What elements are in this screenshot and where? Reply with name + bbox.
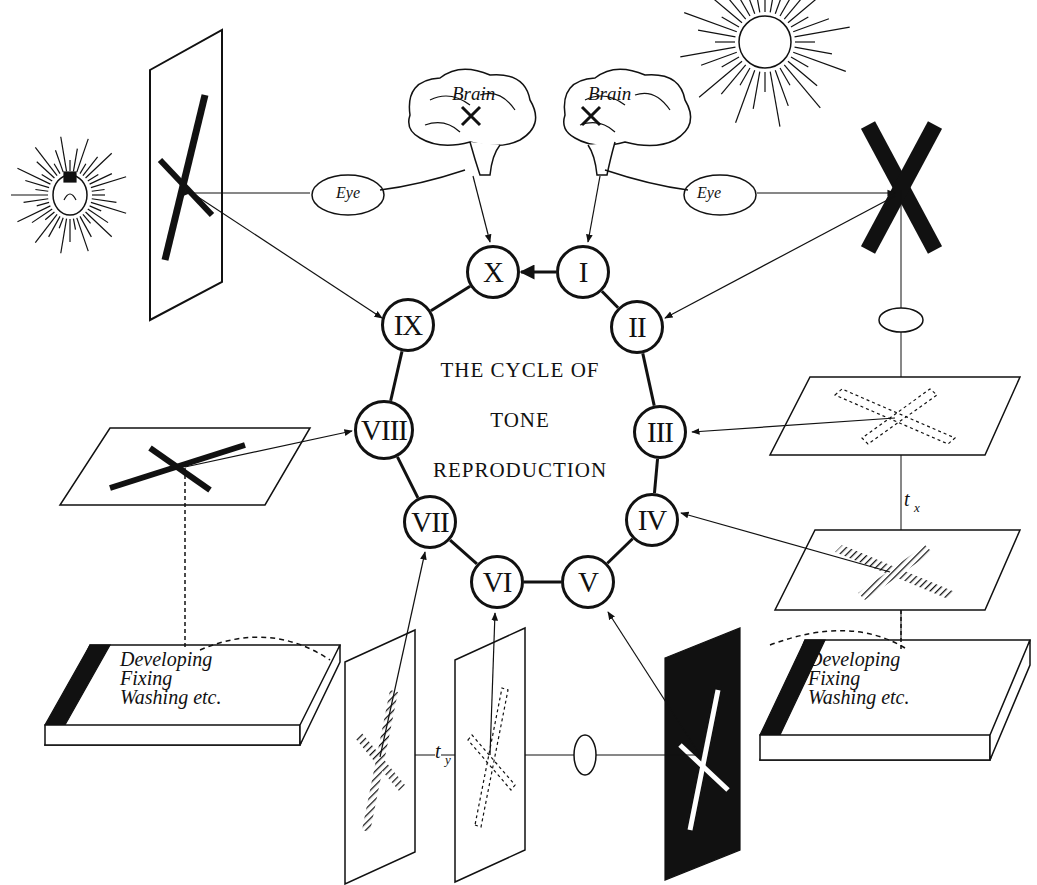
cycle-link	[607, 539, 632, 563]
stage-circle: VI	[470, 555, 524, 609]
stage-circle: VII	[403, 495, 457, 549]
diagram-title-text: THE CYCLE OF TONE REPRODUCTION	[432, 345, 608, 495]
cycle-link	[431, 286, 470, 310]
stage-numeral: IX	[394, 309, 423, 342]
brain-label: Brain	[452, 83, 495, 105]
cycle-link	[524, 581, 561, 584]
stage-circle: IV	[625, 493, 679, 547]
eye-label: Eye	[335, 184, 361, 202]
cycle-link	[643, 353, 654, 405]
tray-label: Developing Fixing Washing etc.	[120, 650, 230, 707]
time-subscript: x	[914, 500, 920, 516]
brain-label: Brain	[588, 83, 631, 105]
tray-text: Developing Fixing Washing etc.	[120, 650, 230, 707]
stage-numeral: VI	[483, 566, 512, 599]
stage-circle: III	[633, 405, 687, 459]
stage-numeral: V	[578, 566, 598, 599]
stage-circle: V	[561, 555, 615, 609]
stage-numeral: II	[628, 311, 645, 344]
eye-label: Eye	[696, 184, 722, 202]
cycle-link	[654, 459, 657, 493]
stage-circle: VIII	[354, 400, 414, 460]
stage-numeral: VII	[411, 506, 448, 539]
time-symbol: t	[435, 740, 441, 763]
stage-numeral: III	[647, 416, 673, 449]
cycle-link	[391, 351, 402, 400]
tray-text: Developing Fixing Washing etc.	[808, 650, 918, 707]
stage-numeral: IV	[638, 504, 667, 537]
stage-numeral: I	[579, 256, 588, 289]
stage-circle: II	[610, 300, 664, 354]
stage-circle: I	[556, 245, 610, 299]
time-symbol: t	[904, 488, 910, 511]
cycle-link	[397, 457, 418, 498]
stage-numeral: VIII	[361, 414, 407, 447]
cycle-link	[450, 540, 477, 564]
time-subscript: y	[445, 752, 451, 768]
stage-circle: X	[466, 245, 520, 299]
stage-circle: IX	[381, 298, 435, 352]
stage-numeral: X	[483, 256, 503, 289]
tray-label: Developing Fixing Washing etc.	[808, 650, 918, 707]
cycle-link	[521, 271, 556, 274]
cycle-link	[602, 291, 618, 307]
